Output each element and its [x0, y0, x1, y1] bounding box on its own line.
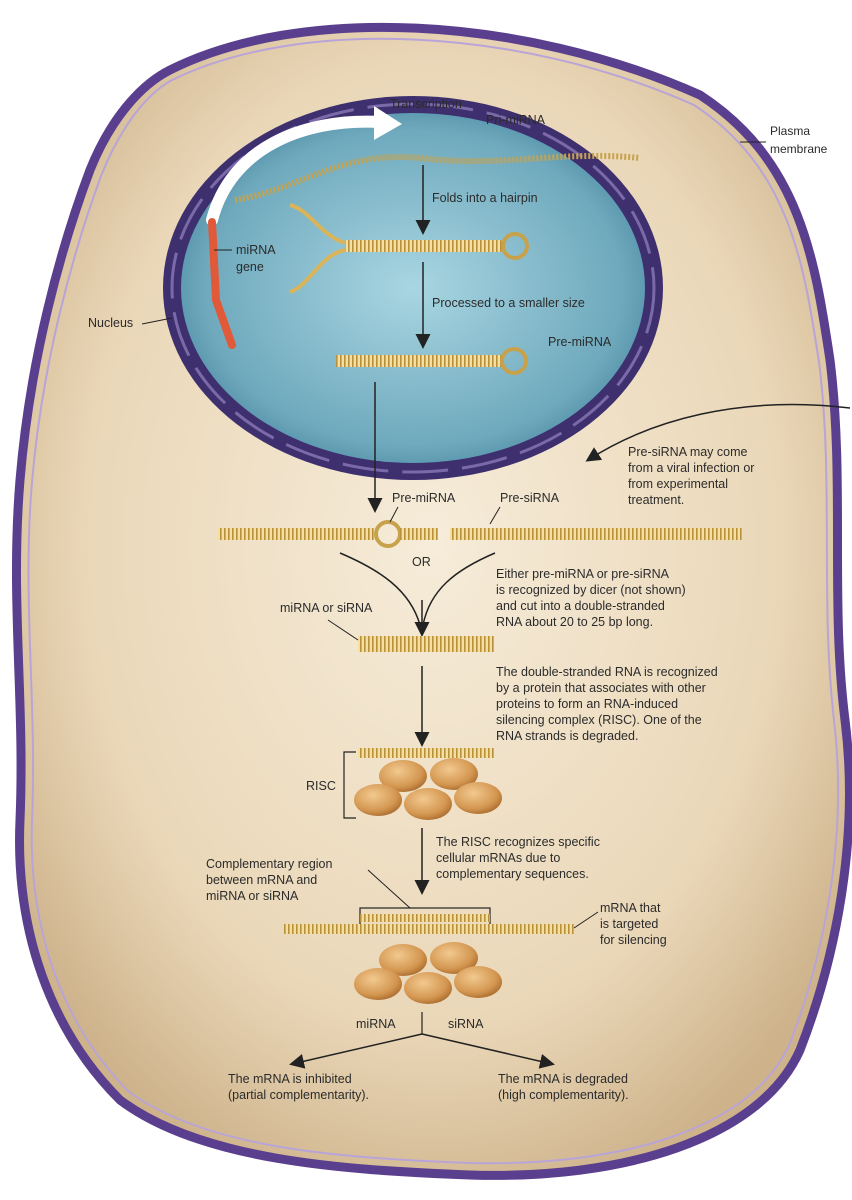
label-risc-note: The double-stranded RNA is recognized by… [496, 665, 721, 743]
label-outcome-mirna: The mRNA is inhibited (partial complemen… [228, 1072, 369, 1102]
label-plasma-membrane: Plasma membrane [770, 124, 828, 156]
mrna-targeted-pointer [573, 911, 599, 929]
converge-arrow-left [339, 552, 421, 626]
cyto-pre-sirna [450, 528, 742, 540]
label-mirna-gene: miRNA gene [236, 243, 278, 274]
cyto-pre-mirna-left [218, 528, 374, 540]
hairpin-stem [345, 240, 503, 252]
label-nucleus: Nucleus [88, 316, 133, 330]
arrow-sirna-outcome [421, 1033, 555, 1069]
label-transcription: Transcription [390, 97, 462, 111]
transcription-arrowhead [374, 106, 402, 140]
cyto-pre-mirna-right [400, 528, 438, 540]
hairpin-fork [289, 203, 346, 294]
converge-arrow-right [422, 552, 496, 626]
short-dsrna [358, 636, 494, 652]
risc-proteins-bound [354, 942, 502, 1004]
plasma-membrane-inner-line [27, 37, 840, 1165]
arrow-mirna-outcome [289, 1033, 423, 1069]
label-dicer-note: Either pre-miRNA or pre-siRNA is recogni… [496, 567, 689, 629]
label-pre-sirna: Pre-siRNA [500, 491, 560, 505]
label-complementary-region: Complementary region between mRNA and mi… [206, 857, 336, 903]
label-sirna: siRNA [448, 1017, 484, 1031]
complementary-region-pointer [367, 869, 411, 909]
transcription-arrow [206, 115, 386, 226]
pre-mirna-stem [336, 355, 502, 367]
label-pre-mirna: Pre-miRNA [392, 491, 456, 505]
nucleus-pointer [141, 317, 173, 325]
label-mirna: miRNA [356, 1017, 396, 1031]
bound-guide-strand [360, 914, 490, 922]
label-pre-mirna-nucleus: Pre-miRNA [548, 335, 612, 349]
risc-bracket [343, 751, 356, 819]
label-recognizes-note: The RISC recognizes specific cellular mR… [436, 835, 603, 881]
nucleoplasm [181, 113, 645, 463]
label-or: OR [412, 555, 431, 569]
pre-mirna-loop [500, 347, 528, 375]
label-mrna-targeted: mRNA that is targeted for silencing [600, 901, 667, 947]
label-processed: Processed to a smaller size [432, 296, 585, 310]
arrow-pre-sirna-entry [585, 403, 851, 462]
label-outcome-sirna: The mRNA is degraded (high complementari… [498, 1072, 631, 1102]
nuclear-pores [170, 102, 656, 474]
hairpin-loop [501, 232, 529, 260]
pre-mirna-pointer [389, 506, 399, 523]
pri-mirna-strand [234, 152, 641, 203]
mirna-gene [208, 218, 236, 349]
risc-proteins [354, 758, 502, 820]
label-risc: RISC [306, 779, 336, 793]
pre-sirna-pointer [489, 506, 501, 525]
label-folds: Folds into a hairpin [432, 191, 538, 205]
mirna-or-sirna-pointer [327, 619, 359, 641]
risc-rna-strand [358, 748, 494, 758]
label-pre-sirna-note: Pre-siRNA may come from a viral infectio… [628, 445, 758, 507]
label-mirna-or-sirna: miRNA or siRNA [280, 601, 373, 615]
label-pri-mirna: Pri-miRNA [486, 113, 546, 127]
target-mrna [284, 924, 574, 934]
